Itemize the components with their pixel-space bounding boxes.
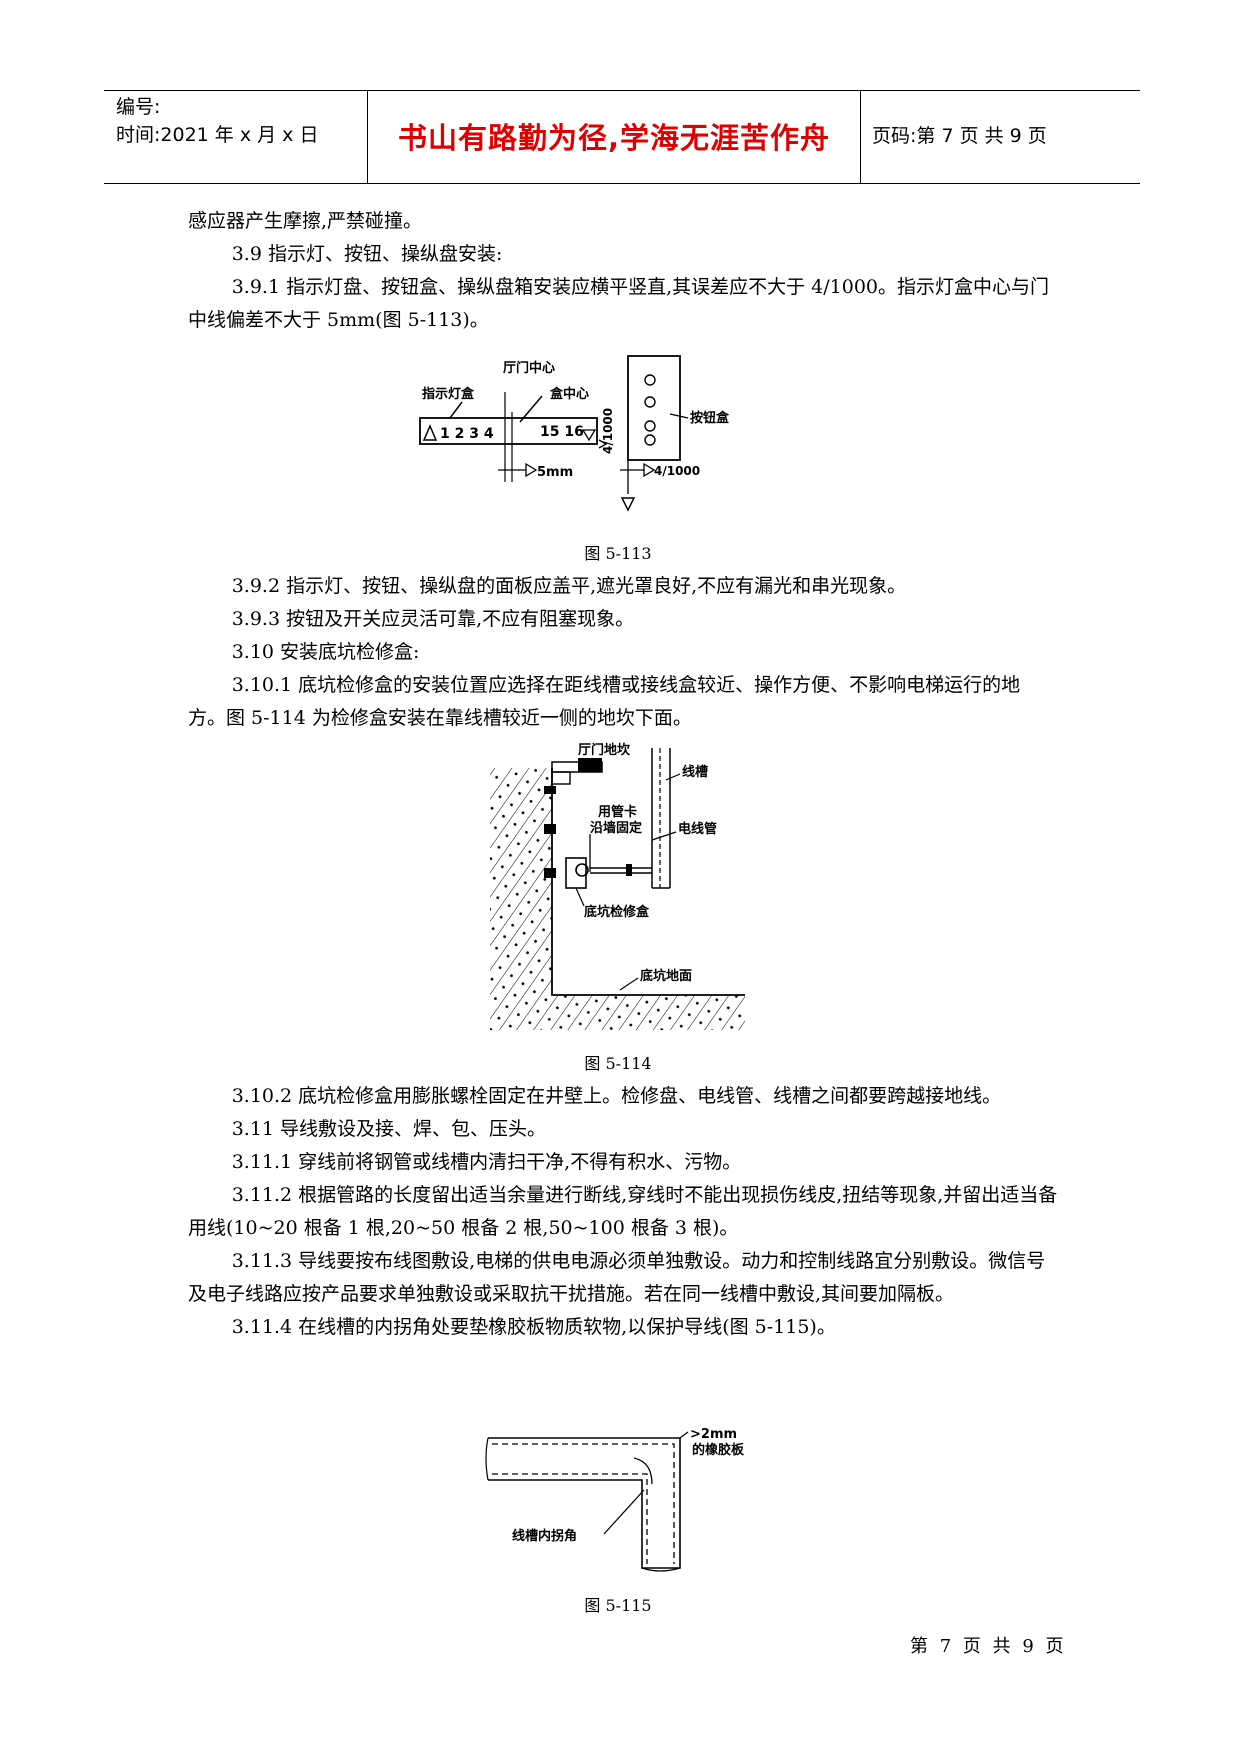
paragraph: 3.10.2 底坑检修盒用膨胀螺栓固定在井壁上。检修盘、电线管、线槽之间都要跨越… bbox=[231, 1085, 1002, 1107]
time-label: 时间:2021 年 x 月 x 日 bbox=[116, 124, 319, 146]
figure-5-115-caption: 图 5-115 bbox=[584, 1596, 652, 1615]
paragraph: 3.10 安装底坑检修盒: bbox=[231, 641, 420, 663]
paragraph: 3.9.2 指示灯、按钮、操纵盘的面板应盖平,遮光罩良好,不应有漏光和串光现象。 bbox=[231, 575, 907, 597]
body-section-1: 感应器产生摩擦,严禁碰撞。 3.9 指示灯、按钮、操纵盘安装: 3.9.1 指示… bbox=[188, 205, 1058, 337]
body-section-3: 3.10.2 底坑检修盒用膨胀螺栓固定在井壁上。检修盘、电线管、线槽之间都要跨越… bbox=[188, 1080, 1058, 1344]
header-divider bbox=[367, 91, 368, 183]
paragraph: 3.9.1 指示灯盘、按钮盒、操纵盘箱安装应横平竖直,其误差应不大于 4/100… bbox=[188, 276, 1049, 331]
body-section-2: 3.9.2 指示灯、按钮、操纵盘的面板应盖平,遮光罩良好,不应有漏光和串光现象。… bbox=[188, 570, 1058, 735]
fig114-label-clamp1: 用管卡 bbox=[597, 804, 637, 820]
header-meta: 编号: 时间:2021 年 x 月 x 日 bbox=[116, 93, 366, 149]
fig114-label-trunk: 线槽 bbox=[682, 764, 708, 780]
figure-5-113: 厅门中心 指示灯盒 盒中心 1 2 3 4 15 16 5mm 4/1000 按… bbox=[419, 355, 730, 512]
paragraph: 3.9.3 按钮及开关应灵活可靠,不应有阻塞现象。 bbox=[231, 608, 635, 630]
figure-5-115: >2mm 的橡胶板 线槽内拐角 bbox=[485, 1428, 745, 1572]
fig114-label-floor: 底坑地面 bbox=[640, 968, 692, 984]
fig113-label-center: 厅门中心 bbox=[503, 360, 555, 376]
fig114-label-clamp2: 沿墙固定 bbox=[590, 820, 642, 836]
paragraph: 3.10.1 底坑检修盒的安装位置应选择在距线槽或接线盒较近、操作方便、不影响电… bbox=[188, 674, 1021, 729]
fig113-label-button-box: 按钮盒 bbox=[690, 410, 730, 426]
paragraph: 3.9 指示灯、按钮、操纵盘安装: bbox=[231, 243, 503, 265]
page-header: 编号: 时间:2021 年 x 月 x 日 书山有路勤为径,学海无涯苦作舟 页码… bbox=[104, 90, 1140, 184]
fig113-label-ratio-v: 4/1000 bbox=[601, 408, 615, 454]
paragraph: 感应器产生摩擦,严禁碰撞。 bbox=[188, 210, 423, 232]
figure-5-114: 厅门地坎 线槽 用管卡 沿墙固定 电线管 底坑检修盒 底坑地面 bbox=[490, 742, 745, 1030]
header-page-label: 页码:第 7 页 共 9 页 bbox=[872, 125, 1047, 147]
fig115-label-rubber2: 的橡胶板 bbox=[692, 1442, 745, 1458]
paragraph: 3.11.3 导线要按布线图敷设,电梯的供电电源必须单独敷设。动力和控制线路宜分… bbox=[188, 1250, 1046, 1305]
fig114-label-conduit: 电线管 bbox=[678, 821, 717, 837]
fig115-label-corner: 线槽内拐角 bbox=[512, 1528, 577, 1544]
fig113-label-5mm: 5mm bbox=[537, 465, 573, 480]
fig113-label-lamp: 指示灯盒 bbox=[422, 386, 475, 402]
paragraph: 3.11.4 在线槽的内拐角处要垫橡胶板物质软物,以保护导线(图 5-115)。 bbox=[231, 1316, 836, 1338]
fig113-label-box-center: 盒中心 bbox=[550, 386, 589, 402]
figure-5-113-caption: 图 5-113 bbox=[584, 544, 652, 563]
page-footer: 第 7 页 共 9 页 bbox=[910, 1636, 1067, 1657]
fig115-label-rubber1: >2mm bbox=[690, 1428, 737, 1442]
header-motto: 书山有路勤为径,学海无涯苦作舟 bbox=[397, 121, 831, 155]
paragraph: 3.11 导线敷设及接、焊、包、压头。 bbox=[231, 1118, 547, 1140]
figure-5-114-caption: 图 5-114 bbox=[584, 1054, 652, 1073]
number-label: 编号: bbox=[116, 96, 161, 118]
fig113-numbers-right: 15 16 bbox=[540, 424, 584, 440]
paragraph: 3.11.1 穿线前将钢管或线槽内清扫干净,不得有积水、污物。 bbox=[231, 1151, 742, 1173]
paragraph: 3.11.2 根据管路的长度留出适当余量进行断线,穿线时不能出现损伤线皮,扭结等… bbox=[188, 1184, 1058, 1239]
fig113-label-ratio-h: 4/1000 bbox=[654, 464, 700, 478]
fig114-label-box: 底坑检修盒 bbox=[584, 904, 650, 920]
fig113-numbers: 1 2 3 4 bbox=[440, 426, 494, 442]
header-divider bbox=[860, 91, 861, 183]
fig114-label-sill: 厅门地坎 bbox=[578, 742, 630, 758]
